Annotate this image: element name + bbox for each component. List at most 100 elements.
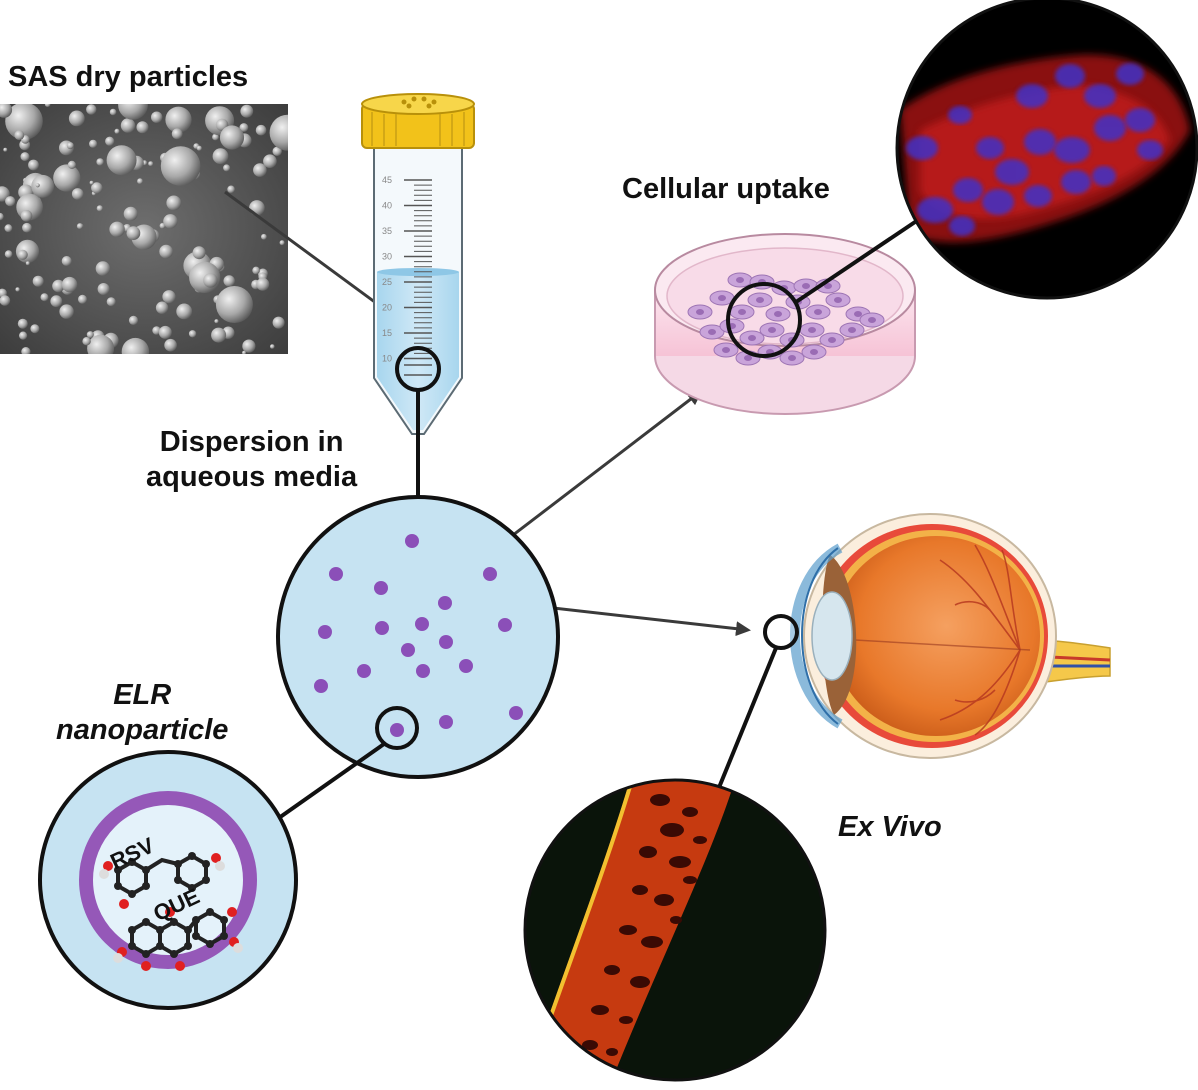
que-atom — [192, 932, 200, 940]
cell-nucleus — [1024, 129, 1056, 155]
dish-cell-nucleus — [708, 329, 716, 335]
que-atom — [128, 926, 136, 934]
dish-cell-nucleus — [744, 355, 752, 361]
tissue-pore — [639, 846, 657, 858]
sem-particle — [59, 304, 74, 319]
sem-particle — [192, 246, 206, 260]
nanoparticle-dot — [459, 659, 473, 673]
sem-particle — [4, 224, 13, 233]
sem-particle — [212, 133, 219, 141]
sem-particle — [50, 295, 63, 308]
rsv-atom — [103, 861, 113, 871]
sem-particle — [242, 350, 247, 354]
sem-particle — [78, 294, 87, 304]
sem-particle — [61, 256, 72, 266]
sem-particle — [52, 279, 65, 293]
connector-dish-uptake — [794, 218, 920, 304]
nanoparticle-dot — [318, 625, 332, 639]
nanoparticle-dot — [439, 715, 453, 729]
cell-nucleus — [976, 137, 1004, 159]
sem-particle — [261, 233, 267, 240]
sem-particle — [89, 139, 98, 148]
rsv-atom — [174, 860, 182, 868]
sem-particle — [20, 210, 33, 222]
dish-cell-nucleus — [736, 277, 744, 283]
cell-nucleus — [953, 178, 983, 202]
que-atom — [141, 961, 151, 971]
dish-cell-nucleus — [768, 327, 776, 333]
sem-particle — [223, 275, 235, 287]
tube-tick-label: 30 — [382, 252, 392, 262]
sem-particle — [279, 240, 285, 246]
sem-particle — [87, 334, 115, 354]
sem-particle — [263, 154, 277, 168]
rsv-atom — [188, 884, 196, 892]
sem-particle — [219, 125, 245, 150]
que-atom — [156, 942, 164, 950]
sem-particle — [67, 160, 76, 169]
cell-nucleus — [906, 136, 938, 160]
sem-particle — [253, 163, 267, 177]
que-atom — [227, 907, 237, 917]
sem-particle — [212, 148, 229, 165]
sem-particle — [188, 330, 197, 338]
sem-particle — [25, 261, 30, 266]
cell-nucleus — [1016, 84, 1048, 108]
cell-nucleus — [1092, 166, 1116, 186]
que-atom — [170, 950, 178, 958]
tube-tick-label: 10 — [382, 354, 392, 364]
dispersion-circle — [276, 495, 560, 779]
sem-particle — [31, 174, 55, 198]
tissue-pore — [682, 807, 698, 817]
nanoparticle-dot — [374, 581, 388, 595]
tissue-pore — [619, 925, 637, 935]
nanoparticle-dot — [415, 617, 429, 631]
sem-particle — [151, 111, 163, 123]
sem-particle — [162, 290, 176, 304]
dish-cell-nucleus — [808, 327, 816, 333]
sem-particle — [96, 158, 104, 166]
dish-cell-nucleus — [868, 317, 876, 323]
sem-particle — [272, 146, 282, 156]
cell-nucleus — [1116, 63, 1144, 85]
elr-label-line2: nanoparticle — [56, 713, 229, 746]
que-atom — [165, 907, 175, 917]
sem-particle — [171, 128, 183, 140]
tissue-pore — [669, 856, 691, 868]
sem-particle — [272, 316, 285, 329]
dish-cell-nucleus — [802, 283, 810, 289]
arrow-sem-to-tube — [224, 190, 405, 324]
cell-nucleus — [995, 159, 1029, 185]
tissue-pore — [630, 976, 650, 988]
rsv-atom — [119, 899, 129, 909]
que-atom — [142, 918, 150, 926]
nanoparticle-dot — [375, 621, 389, 635]
dish-cell-nucleus — [718, 295, 726, 301]
elr-nanoparticle-capsule: RSV QUE — [38, 750, 298, 1010]
dish-cell-nucleus — [696, 309, 704, 315]
dish-cell-nucleus — [814, 309, 822, 315]
rsv-atom — [142, 866, 150, 874]
dish-cell-nucleus — [828, 337, 836, 343]
sem-particle — [269, 114, 288, 151]
sem-particle — [15, 287, 20, 292]
sem-particle — [223, 164, 231, 172]
sem-particle — [105, 136, 115, 146]
rsv-atom — [215, 861, 225, 871]
que-atom — [156, 926, 164, 934]
tissue-pore — [670, 916, 682, 924]
nanoparticle-dot — [390, 723, 404, 737]
sem-particle — [114, 128, 120, 134]
sem-particle — [239, 123, 249, 132]
que-atom — [142, 950, 150, 958]
sem-particle — [95, 261, 111, 276]
que-atom — [233, 943, 243, 953]
dish-cell-nucleus — [774, 311, 782, 317]
rsv-atom — [202, 876, 210, 884]
sem-particle — [17, 318, 28, 329]
sem-particle — [97, 283, 110, 295]
sem-particle — [270, 344, 275, 349]
sem-particle — [136, 121, 149, 134]
tube-tick-label: 15 — [382, 328, 392, 338]
rsv-atom — [188, 852, 196, 860]
